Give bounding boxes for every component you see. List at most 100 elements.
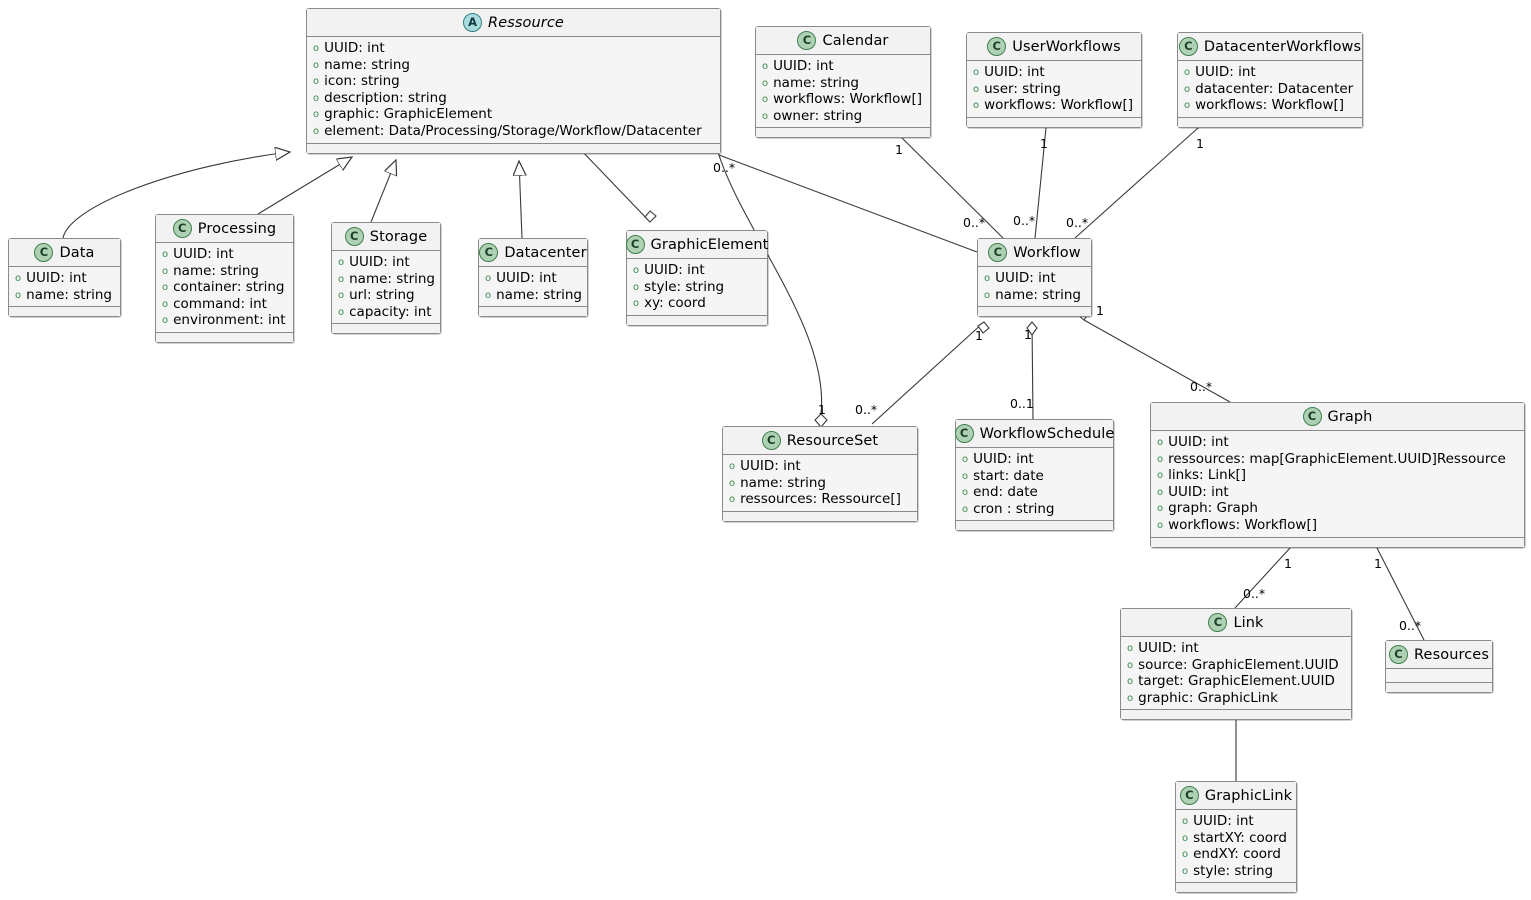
visibility-public-icon: o [15, 273, 22, 284]
class-methods-compartment [627, 315, 767, 325]
visibility-public-icon: o [1182, 816, 1189, 827]
visibility-public-icon: o [984, 289, 991, 301]
attribute-label: UUID: int [984, 64, 1045, 80]
multiplicity-label: 1 [818, 402, 826, 417]
attribute-label: name: string [496, 286, 583, 303]
visibility-public-icon: o [1182, 865, 1189, 877]
visibility-public-icon: o [962, 454, 969, 465]
attribute-label: endXY: coord [1193, 846, 1281, 863]
class-icon: C [1179, 786, 1199, 805]
visibility-public-icon: o [973, 67, 980, 78]
class-icon: C [479, 243, 499, 262]
edge-datacenterworkflows-workflow [1074, 127, 1199, 239]
attribute-label: xy: coord [644, 295, 706, 312]
attribute-label: links: Link[] [1168, 467, 1247, 484]
attribute-label: name: string [995, 286, 1082, 303]
visibility-public-icon: o [762, 77, 769, 89]
edge-ressource-graphicelement [579, 148, 651, 223]
visibility-public-icon: o [162, 315, 169, 327]
visibility-public-icon: o [162, 265, 169, 277]
class-icon: C [1389, 645, 1409, 664]
attribute-label: workflows: Workflow[] [773, 91, 922, 108]
visibility-public-icon: o [1157, 437, 1164, 448]
attribute-label: workflows: Workflow[] [1168, 516, 1317, 533]
visibility-public-icon: o [1184, 83, 1191, 95]
class-name-processing: Processing [197, 220, 277, 237]
attribute-label: end: date [973, 484, 1038, 501]
visibility-public-icon: o [1184, 67, 1191, 78]
attribute-label: UUID: int [1138, 640, 1199, 656]
class-methods-compartment [9, 307, 120, 317]
attribute-label: target: GraphicElement.UUID [1138, 673, 1335, 690]
visibility-public-icon: o [1182, 832, 1189, 844]
edge-storage-ressource [370, 160, 396, 223]
class-icon: C [1208, 613, 1228, 632]
attribute-label: ressources: map[GraphicElement.UUID]Ress… [1168, 450, 1506, 467]
attribute-label: ressources: Ressource[] [740, 491, 901, 508]
multiplicity-label: 0..* [963, 215, 986, 230]
class-icon: C [987, 37, 1007, 56]
visibility-public-icon: o [729, 477, 736, 489]
visibility-public-icon: o [313, 43, 320, 54]
class-name-link: Link [1233, 614, 1264, 631]
visibility-public-icon: o [762, 61, 769, 72]
class-methods-compartment [1151, 537, 1524, 547]
visibility-public-icon: o [313, 59, 320, 71]
attribute-label: UUID: int [496, 270, 557, 286]
class-name-graphicelement: GraphicElement [650, 236, 769, 253]
class-methods-compartment [956, 521, 1113, 531]
attribute-row: o name: string [984, 287, 1085, 304]
attribute-label: graphic: GraphicElement [324, 106, 493, 123]
attribute-label: UUID: int [995, 270, 1056, 286]
multiplicity-label: 0..* [1243, 586, 1266, 601]
attribute-label: command: int [173, 295, 267, 312]
attribute-label: UUID: int [349, 254, 410, 270]
attribute-label: cron : string [973, 500, 1055, 517]
